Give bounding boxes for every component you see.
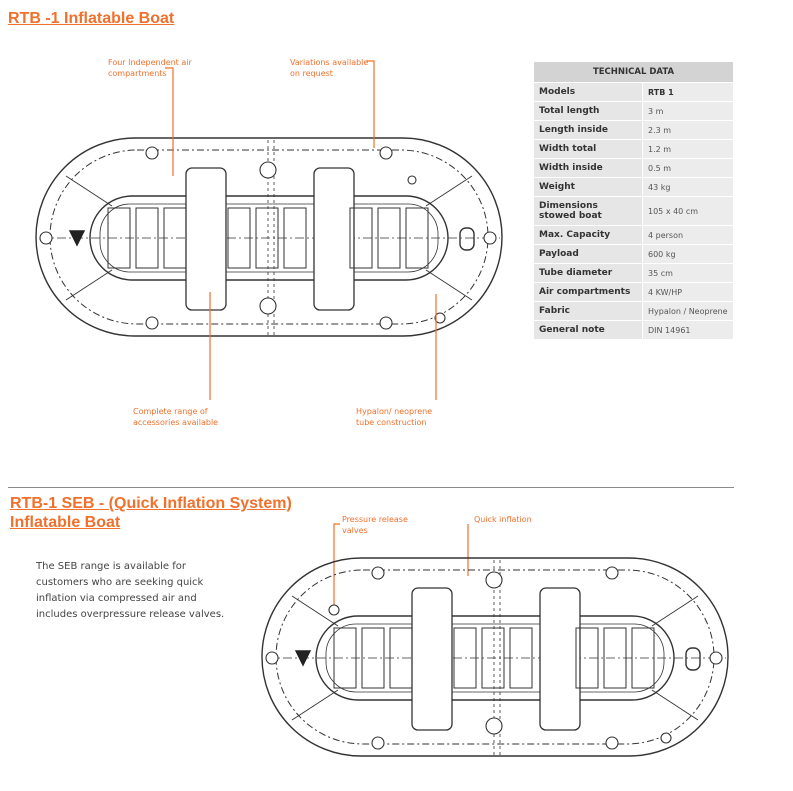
callout-pressure-valves: Pressure release valves xyxy=(342,514,408,536)
callout-line: Complete range of xyxy=(133,407,208,416)
callout-line: tube construction xyxy=(356,418,427,427)
row-value: 1.2 m xyxy=(642,139,734,159)
row-label: Width inside xyxy=(533,158,643,178)
row-label: Total length xyxy=(533,101,643,121)
row-value: 0.5 m xyxy=(642,158,734,178)
row-label: Fabric xyxy=(533,301,643,321)
seb-description: The SEB range is available for customers… xyxy=(36,561,225,620)
callout-line: Quick inflation xyxy=(474,515,532,524)
callout-four-compartments: Four Independent air compartments xyxy=(108,57,192,79)
callout-line: accessories available xyxy=(133,418,219,427)
callout-hypalon: Hypalon/ neoprene tube construction xyxy=(356,406,432,428)
callout-line: Variations available xyxy=(290,58,369,67)
section-divider xyxy=(8,487,734,488)
callout-line: Four Independent air xyxy=(108,58,192,67)
callout-quick-inflation: Quick inflation xyxy=(474,514,532,525)
section-title-line-1: RTB-1 SEB - (Quick Inflation System) xyxy=(10,495,292,512)
section-title-line-2: Inflatable Boat xyxy=(10,514,121,531)
callout-line: Pressure release xyxy=(342,515,408,524)
row-label: General note xyxy=(533,320,643,340)
callout-variations: Variations available on request xyxy=(290,57,368,79)
callout-line: compartments xyxy=(108,69,167,78)
row-value: 43 kg xyxy=(642,177,734,197)
row-label: Dimensions stowed boat xyxy=(533,196,643,226)
row-value: 4 person xyxy=(642,225,734,245)
row-label: Weight xyxy=(533,177,643,197)
callout-line: Hypalon/ neoprene xyxy=(356,407,433,416)
hull-outer xyxy=(35,137,503,337)
section-title-seb: RTB-1 SEB - (Quick Inflation System) Inf… xyxy=(10,494,292,532)
row-value: 3 m xyxy=(642,101,734,121)
row-value: 2.3 m xyxy=(642,120,734,140)
row-value: 4 KW/HP xyxy=(642,282,734,302)
callout-line: valves xyxy=(342,526,368,535)
row-value: DIN 14961 xyxy=(642,320,734,340)
page-title: RTB -1 Inflatable Boat xyxy=(8,10,175,27)
row-value: 105 x 40 cm xyxy=(642,196,734,226)
callout-line: on request xyxy=(290,69,333,78)
callout-accessories: Complete range of accessories available xyxy=(133,406,218,428)
